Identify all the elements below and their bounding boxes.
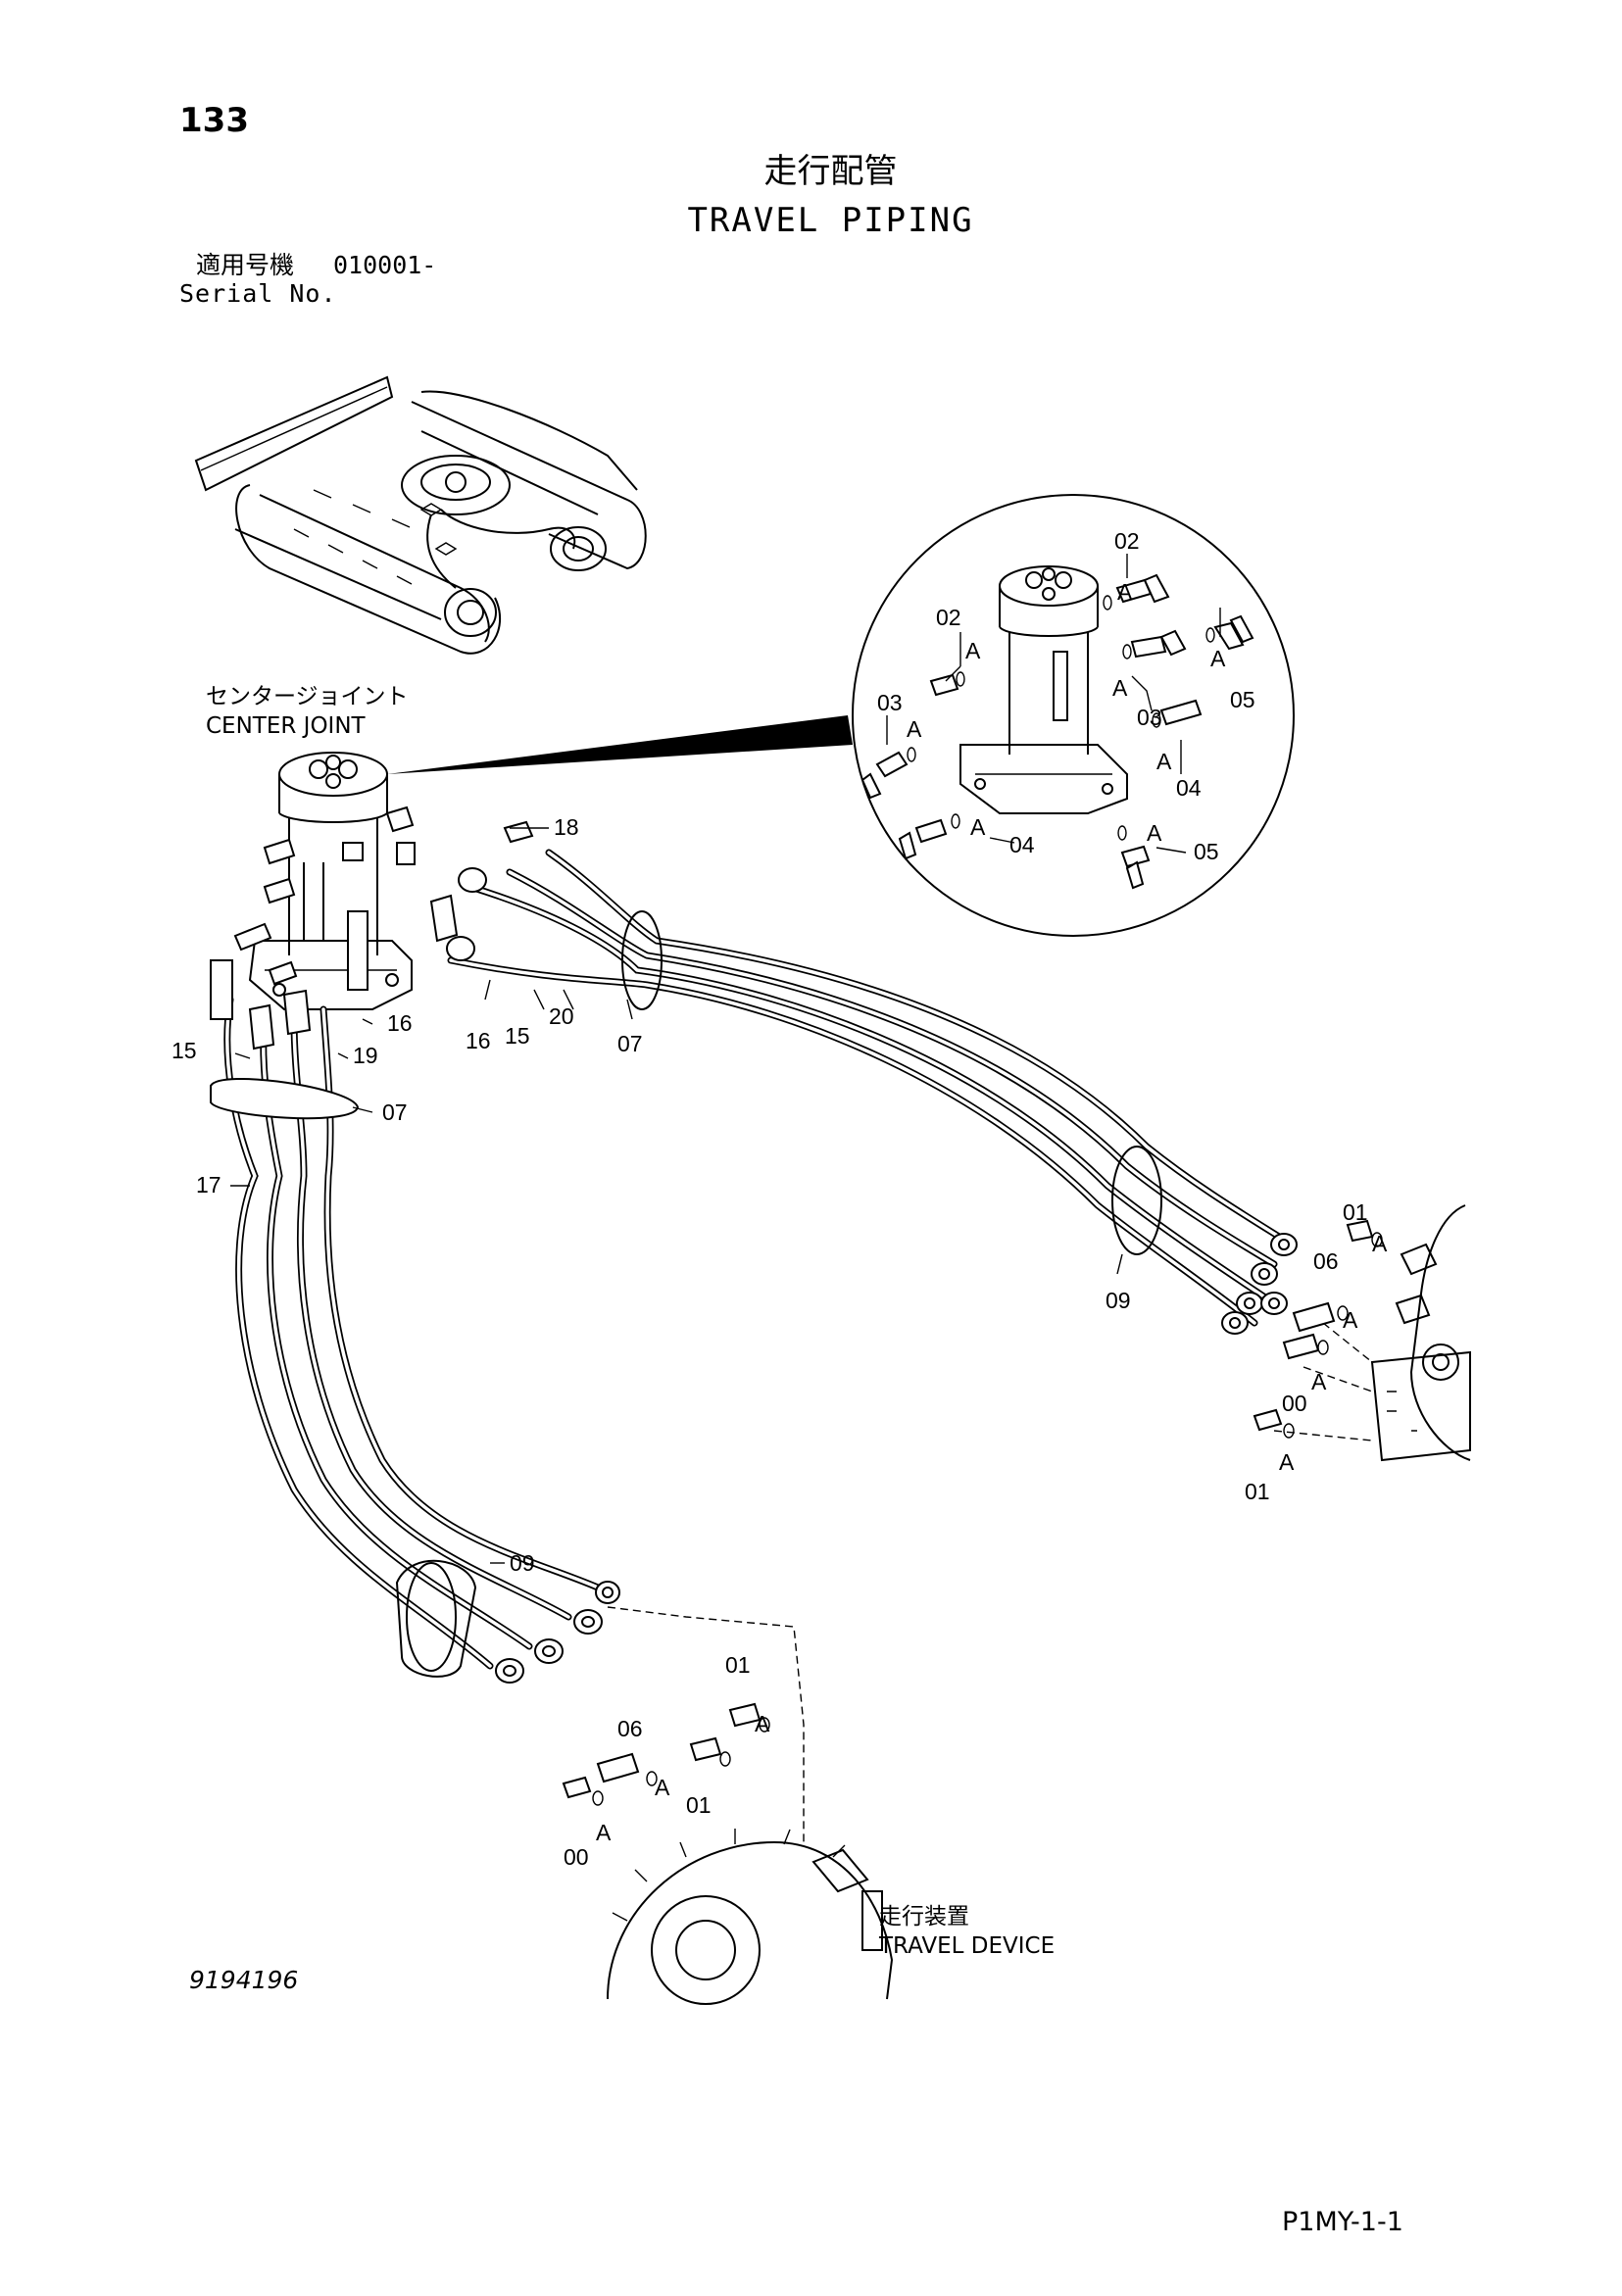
lower-travel-device [562,1606,894,2005]
callout-a: A [1311,1369,1327,1394]
callout-03: 03 [877,690,903,715]
callout-06: 06 [617,1716,643,1741]
callout-20: 20 [549,1003,574,1029]
callout-a: A [1147,820,1162,846]
title-english: TRAVEL PIPING [687,201,974,240]
callout-07: 07 [617,1031,643,1056]
zoom-pointer [387,715,853,774]
callout-04: 04 [1176,775,1202,801]
callout-a: A [907,716,922,742]
callout-a: A [965,638,981,663]
travel-device-label-english: TRAVEL DEVICE [879,1933,1056,1959]
callout-01: 01 [725,1652,751,1678]
callout-a: A [1210,646,1226,671]
callout-19: 19 [353,1043,378,1068]
callout-03: 03 [1137,705,1162,730]
center-joint-detail-view [852,494,1295,937]
callout-17: 17 [196,1172,221,1197]
callout-a: A [655,1775,670,1800]
callout-labels: 18 16 15 19 07 17 16 15 20 07 09 09 02 A… [172,528,1388,1870]
drawing-number: 9194196 [189,1966,299,1994]
callout-02: 02 [1114,528,1140,554]
callout-a: A [1279,1449,1295,1475]
callout-02: 02 [936,605,961,630]
callout-a: A [1117,579,1133,605]
callout-a: A [970,814,986,840]
callout-18: 18 [554,814,579,840]
page-code: P1MY-1-1 [1282,2207,1403,2237]
callout-05: 05 [1194,839,1219,864]
callout-a: A [1112,675,1128,701]
callout-05: 05 [1230,687,1255,712]
callout-15: 15 [505,1023,530,1049]
callout-09: 09 [1106,1288,1131,1313]
callout-16: 16 [387,1010,413,1036]
callout-a: A [1372,1231,1388,1256]
center-joint-assembly [233,752,416,1010]
callout-a: A [1343,1307,1358,1333]
callout-a: A [1156,749,1172,774]
callout-a: A [755,1711,770,1736]
leader-lines [230,827,1123,1564]
right-hose-bundle [210,820,1298,1335]
callout-01: 01 [1245,1479,1270,1504]
serial-label-japanese: 適用号機 [196,251,295,279]
left-hose-bundle [210,996,620,1684]
callout-00: 00 [1282,1391,1307,1416]
serial-label-english: Serial No. [179,279,337,308]
center-joint-label-english: CENTER JOINT [206,713,366,739]
title-japanese: 走行配管 [763,152,898,191]
serial-value: 010001- [333,251,437,279]
callout-09: 09 [510,1550,535,1576]
callout-04: 04 [1009,832,1035,857]
callout-06: 06 [1313,1248,1339,1274]
travel-device-label-japanese: 走行装置 [879,1904,969,1930]
undercarriage-overview-illustration [194,375,647,655]
callout-01: 01 [1343,1199,1368,1225]
callout-16: 16 [466,1028,491,1053]
callout-00: 00 [564,1844,589,1870]
callout-a: A [596,1820,612,1845]
center-joint-label-japanese: センタージョイント [206,684,409,709]
callout-01: 01 [686,1792,712,1818]
callout-15: 15 [172,1038,197,1063]
right-travel-device [1253,1204,1471,1462]
callout-07: 07 [382,1099,408,1125]
page-number: 133 [179,101,249,140]
